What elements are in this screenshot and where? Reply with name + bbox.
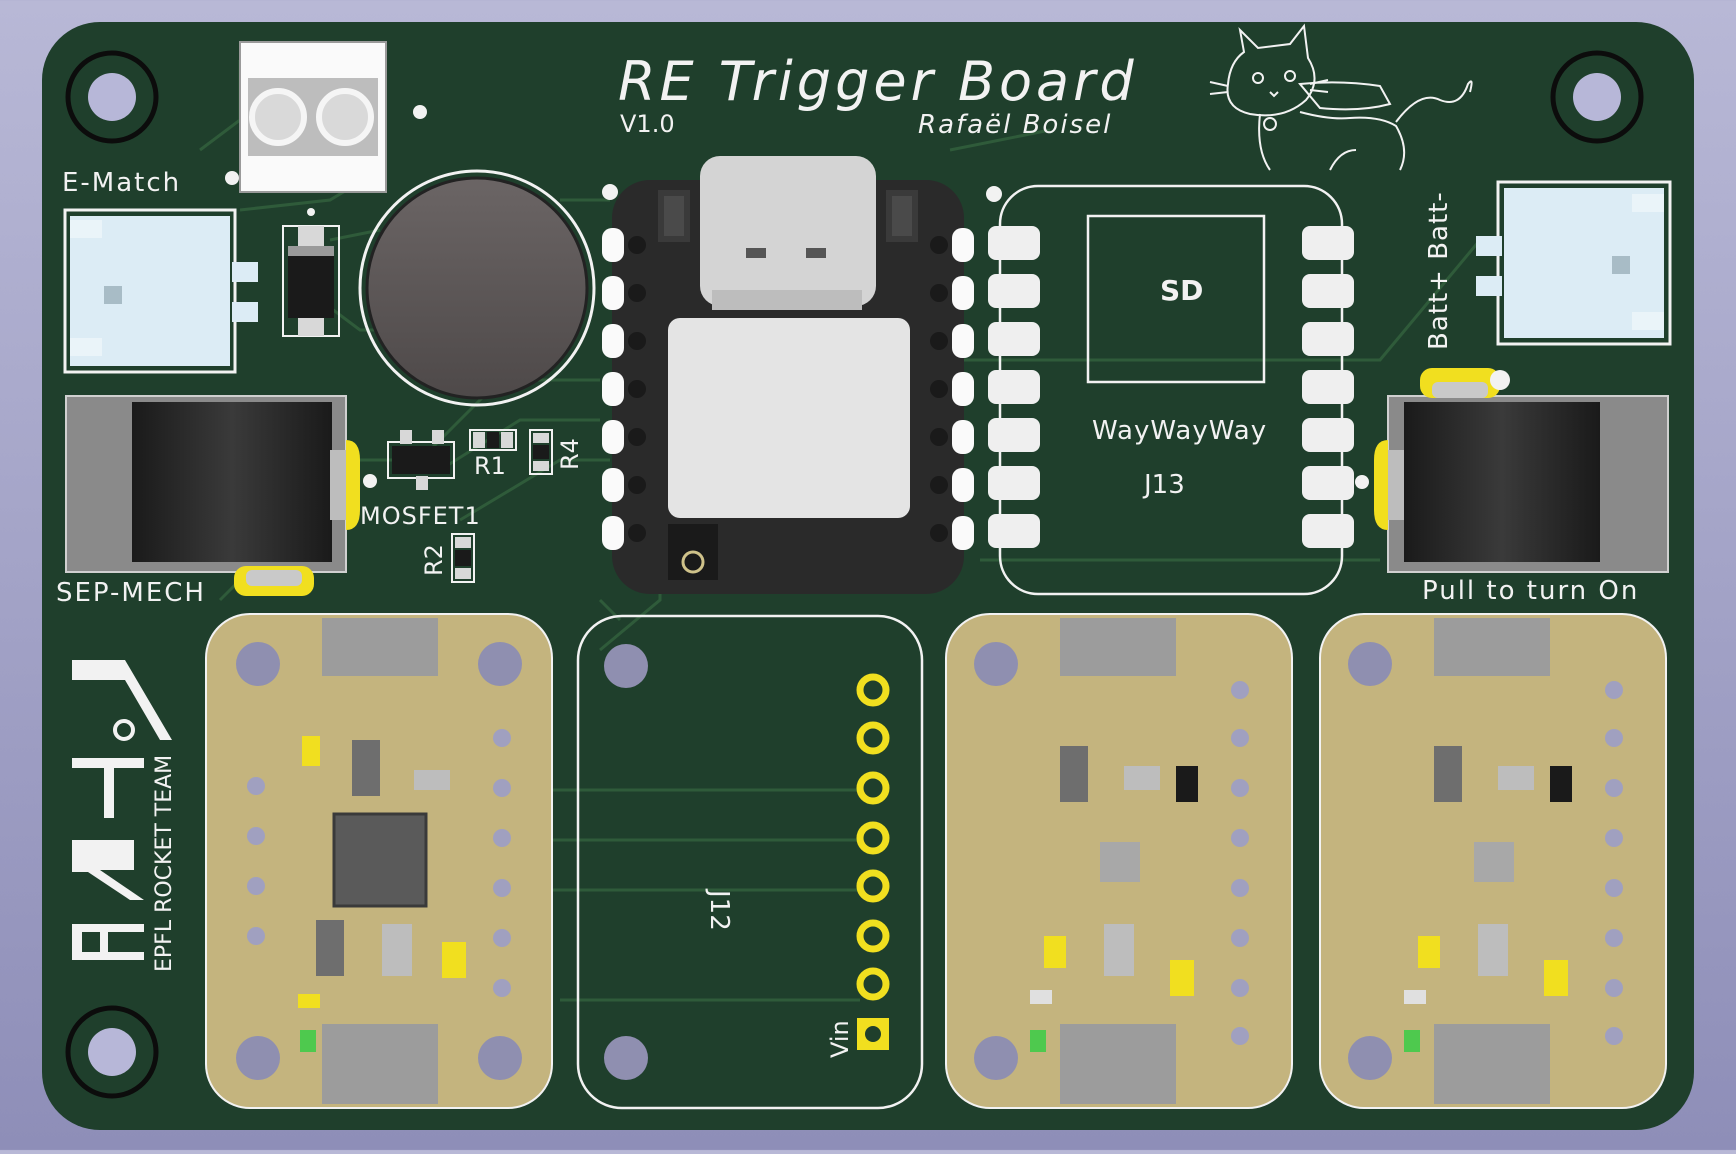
mosfet-label: MOSFET1 [360,502,481,530]
xiao-mcu-module [602,156,974,594]
sensor-board-2 [945,613,1293,1109]
r1-label: R1 [474,452,506,480]
resistors [451,429,553,583]
ematch-label: E-Match [62,168,182,198]
ert-rocket-logo [72,660,172,960]
diode [282,208,340,337]
board-author: Rafaël Boisel [918,110,1113,140]
screw-terminal [225,41,427,193]
r2-label: R2 [420,544,448,576]
power-switch [1355,368,1669,573]
sensor-board-1 [205,613,553,1109]
j13-label: J13 [1144,470,1185,500]
ematch-connector [63,208,258,374]
sensor-board-3 [1319,613,1667,1109]
board-title: RE Trigger Board [618,50,1138,113]
sd-label: SD [1160,274,1204,307]
cat-mascot-icon [1209,23,1473,171]
board-version: V1.0 [620,110,675,138]
pull-to-turn-on-label: Pull to turn On [1422,576,1640,606]
batt-label: Batt+ Batt- [1424,191,1454,350]
sep-mech-switch [65,395,360,596]
j12-label: J12 [704,890,734,931]
coin-cell-battery [358,169,596,407]
team-name-label: EPFL ROCKET TEAM [152,754,177,972]
r4-label: R4 [556,438,584,470]
vin-label: Vin [826,1020,854,1058]
sd-card-module [986,184,1354,596]
mosfet [363,430,455,490]
module-name-label: WayWayWay [1092,416,1268,446]
j12-header [576,614,924,1110]
sep-mech-label: SEP-MECH [56,578,206,608]
battery-connector [1476,180,1672,346]
